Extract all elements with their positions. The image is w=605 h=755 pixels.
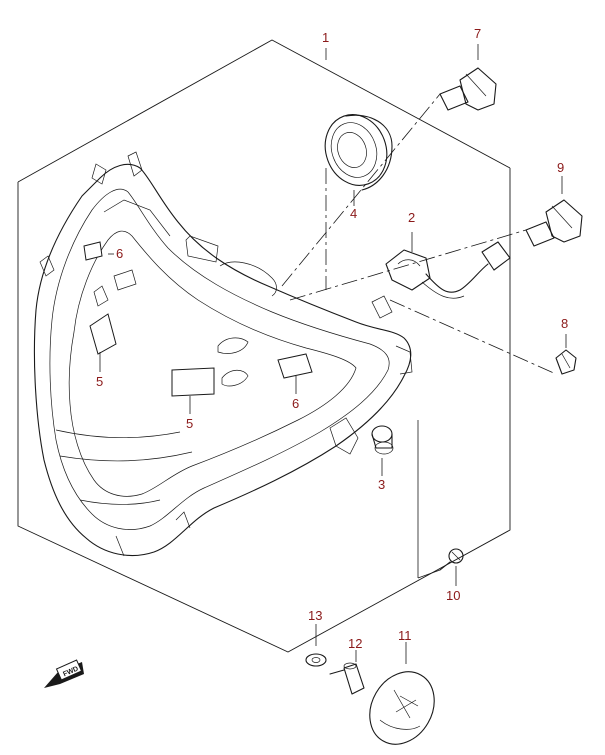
callout-4: 4	[350, 206, 357, 221]
dust-cover-boot	[324, 114, 393, 191]
forward-direction-arrow: FWD	[44, 659, 84, 688]
callout-numbers: 1 2 3 4 5 5 6 6 7 8 9 10 11 12 13	[96, 26, 568, 651]
rubber-grommet	[371, 425, 394, 455]
label-pad-5-center	[171, 367, 215, 397]
callout-9: 9	[557, 160, 564, 175]
callout-13: 13	[308, 608, 322, 623]
leader-lines	[99, 44, 567, 664]
headlight-bulb-upper	[439, 67, 497, 111]
callout-8: 8	[561, 316, 568, 331]
label-pad-5-left	[89, 313, 117, 355]
callout-3: 3	[378, 477, 385, 492]
washer	[305, 653, 327, 667]
callout-5-left: 5	[96, 374, 103, 389]
callout-5-center: 5	[186, 416, 193, 431]
label-pad-6-top	[83, 241, 103, 261]
mounting-screw	[439, 548, 464, 571]
callout-1: 1	[322, 30, 329, 45]
callout-2: 2	[408, 210, 415, 225]
housing-detail-pads	[217, 337, 249, 387]
callout-6-top: 6	[116, 246, 123, 261]
callout-11: 11	[398, 628, 412, 643]
callout-6-right: 6	[292, 396, 299, 411]
callout-12: 12	[348, 636, 362, 651]
emblem-cover	[369, 671, 435, 745]
headlight-housing	[33, 151, 413, 557]
label-pad-6-right	[277, 353, 313, 379]
headlight-bulb-lower	[525, 199, 583, 247]
callout-7: 7	[474, 26, 481, 41]
position-lamp-bulb	[555, 349, 577, 375]
assembly-boundary-box	[17, 39, 511, 653]
bulb-socket-harness	[385, 241, 511, 299]
mounting-collar	[329, 662, 365, 695]
callout-10: 10	[446, 588, 460, 603]
